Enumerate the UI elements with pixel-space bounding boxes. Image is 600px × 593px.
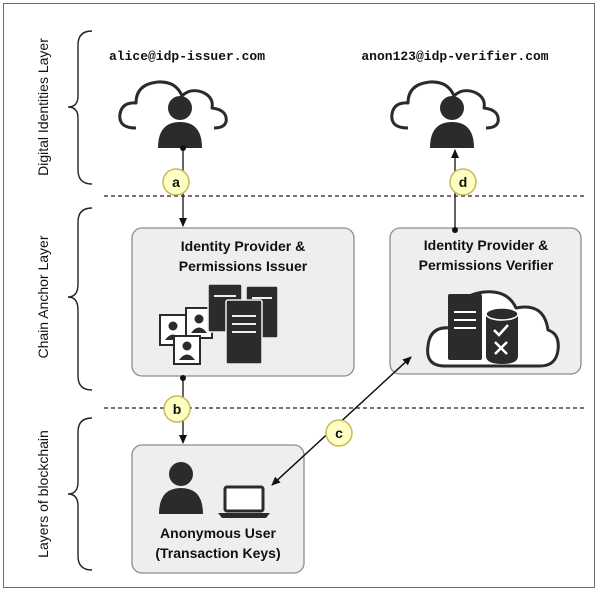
laptop-icon <box>218 485 270 518</box>
step-label-d: d <box>459 174 468 190</box>
user-icon-anonymous <box>159 462 203 514</box>
issuer-box-label-line2: Permissions Issuer <box>179 258 308 274</box>
brace-chain-anchor <box>67 207 93 391</box>
issuer-box-label-line1: Identity Provider & <box>181 238 305 254</box>
layer-label-blockchain: Layers of blockchain <box>35 430 51 558</box>
step-label-c: c <box>335 425 343 441</box>
layer-label-digital-identities: Digital Identities Layer <box>35 38 51 176</box>
diagram-frame <box>3 3 595 588</box>
server-rack-icon-issuer <box>207 283 279 365</box>
step-label-a: a <box>172 174 180 190</box>
step-marker-b: b <box>163 395 191 423</box>
checklist-database-icon <box>485 307 519 364</box>
verifier-box-label-line1: Identity Provider & <box>424 237 548 253</box>
arrow-d-origin-dot <box>452 227 458 233</box>
brace-blockchain <box>67 417 93 571</box>
layer-label-chain-anchor: Chain Anchor Layer <box>35 235 51 358</box>
verifier-box-label-line2: Permissions Verifier <box>419 257 554 273</box>
cloud-user-icon-issuer <box>118 80 228 148</box>
verifier-email: anon123@idp-verifier.com <box>361 49 548 64</box>
user-box-label-line2: (Transaction Keys) <box>155 545 280 561</box>
cloud-user-icon-verifier <box>390 80 500 148</box>
arrow-b-origin-dot <box>180 375 186 381</box>
step-label-b: b <box>173 401 182 417</box>
identity-cards-icon <box>159 307 213 365</box>
step-marker-d: d <box>449 168 477 196</box>
issuer-email: alice@idp-issuer.com <box>109 49 265 64</box>
step-marker-c: c <box>325 419 353 447</box>
step-marker-a: a <box>162 168 190 196</box>
arrow-a-origin-dot <box>180 145 186 151</box>
brace-digital-identities <box>67 30 93 185</box>
user-box-label-line1: Anonymous User <box>160 525 276 541</box>
